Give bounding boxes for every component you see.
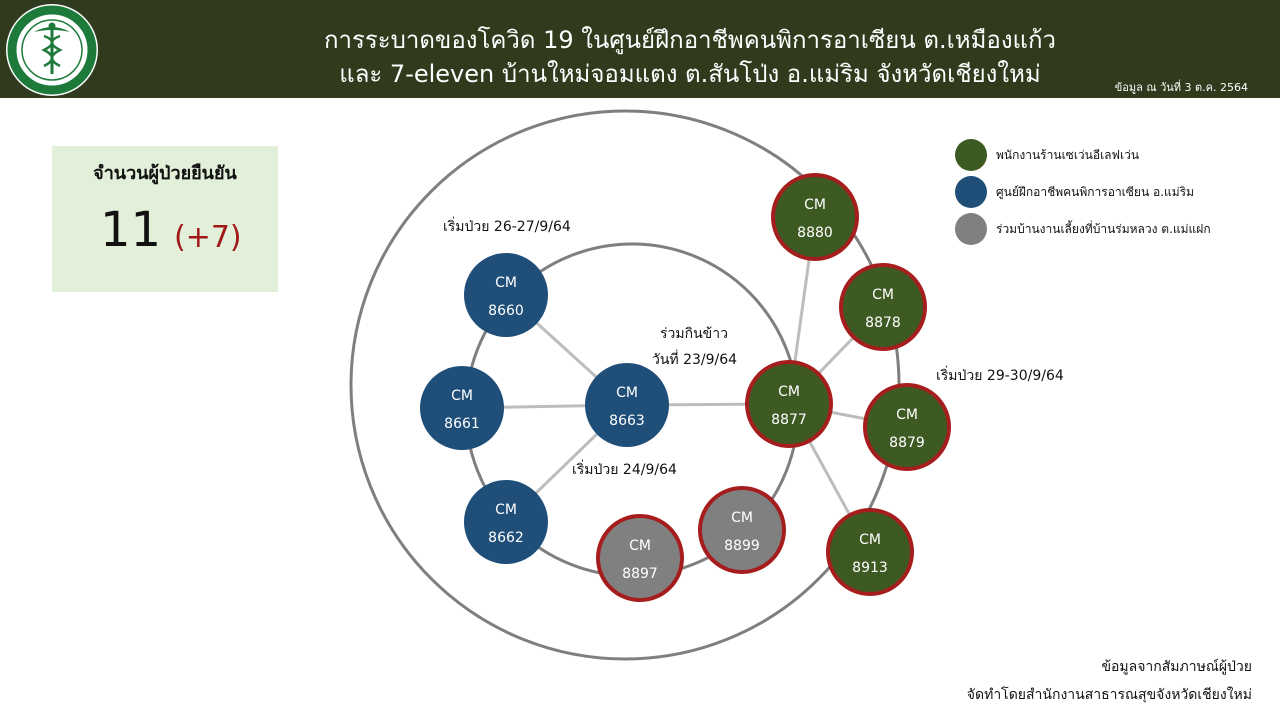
case-node-number-8661: 8661 xyxy=(444,416,480,432)
nodes-layer: CM8660CM8661CM8662CM8663CM8877CM8880CM88… xyxy=(420,173,951,602)
case-node-prefix-8879: CM xyxy=(896,407,918,423)
case-node-circle-8660 xyxy=(464,253,548,337)
case-node-prefix-8663: CM xyxy=(616,385,638,401)
header-bar: การระบาดของโควิด 19 ในศูนย์ฝึกอาชีพคนพิก… xyxy=(0,0,1280,98)
case-node-number-8878: 8878 xyxy=(865,315,901,331)
case-node-8660: CM 8660 xyxy=(464,253,548,337)
legend: พนักงานร้านเซเว่นอีเลฟเว่น ศูนย์ฝึกอาชีพ… xyxy=(955,139,1211,245)
onset-label-29-30: เริ่มป่วย 29-30/9/64 xyxy=(936,366,1064,384)
case-node-prefix-8899: CM xyxy=(731,510,753,526)
case-node-circle-8878 xyxy=(839,263,927,351)
case-node-circle-8899 xyxy=(698,486,786,574)
legend-label-party: ร่วมบ้านงานเลี้ยงที่บ้านร่มหลวง ต.แม่แฝก xyxy=(996,220,1211,236)
case-node-8897: CM 8897 xyxy=(596,514,684,602)
legend-swatch-asean-center xyxy=(955,176,987,208)
footer-prepared-by: จัดทำโดยสำนักงานสาธารณสุขจังหวัดเชียงใหม… xyxy=(966,687,1252,703)
case-node-prefix-8877: CM xyxy=(778,384,800,400)
case-node-number-8897: 8897 xyxy=(622,566,658,582)
case-node-prefix-8880: CM xyxy=(804,197,826,213)
case-node-number-8663: 8663 xyxy=(609,413,645,429)
case-node-circle-8661 xyxy=(420,366,504,450)
data-date: ข้อมูล ณ วันที่ 3 ต.ค. 2564 xyxy=(1114,81,1248,94)
case-node-circle-8913 xyxy=(826,508,914,596)
case-node-circle-8880 xyxy=(771,173,859,261)
case-node-8899: CM 8899 xyxy=(698,486,786,574)
legend-swatch-party xyxy=(955,213,987,245)
case-node-circle-8877 xyxy=(745,360,833,448)
case-node-8662: CM 8662 xyxy=(464,480,548,564)
case-node-number-8662: 8662 xyxy=(488,530,524,546)
shared-meal-label-line-1: ร่วมกินข้าว xyxy=(660,326,728,342)
case-node-prefix-8662: CM xyxy=(495,502,517,518)
confirmed-cases-total: 11 xyxy=(100,202,162,258)
confirmed-cases-box: จำนวนผู้ป่วยยืนยัน 11 (+7) xyxy=(52,146,278,292)
case-node-number-8880: 8880 xyxy=(797,225,833,241)
case-node-8878: CM 8878 xyxy=(839,263,927,351)
case-node-number-8899: 8899 xyxy=(724,538,760,554)
case-node-number-8913: 8913 xyxy=(852,560,888,576)
case-node-8877: CM 8877 xyxy=(745,360,833,448)
case-node-8880: CM 8880 xyxy=(771,173,859,261)
case-node-prefix-8660: CM xyxy=(495,275,517,291)
case-node-prefix-8878: CM xyxy=(872,287,894,303)
case-node-8661: CM 8661 xyxy=(420,366,504,450)
page-title-line-1: การระบาดของโควิด 19 ในศูนย์ฝึกอาชีพคนพิก… xyxy=(323,26,1057,54)
case-node-circle-8662 xyxy=(464,480,548,564)
confirmed-cases-label: จำนวนผู้ป่วยยืนยัน xyxy=(93,163,237,184)
case-node-8913: CM 8913 xyxy=(826,508,914,596)
case-node-prefix-8897: CM xyxy=(629,538,651,554)
case-node-prefix-8661: CM xyxy=(451,388,473,404)
footer-source: ข้อมูลจากสัมภาษณ์ผู้ป่วย xyxy=(1101,659,1252,675)
onset-label-24: เริ่มป่วย 24/9/64 xyxy=(572,460,677,478)
case-node-number-8660: 8660 xyxy=(488,303,524,319)
case-node-prefix-8913: CM xyxy=(859,532,881,548)
case-node-8879: CM 8879 xyxy=(863,383,951,471)
page-title-line-2: และ 7-eleven บ้านใหม่จอมแตง ต.สันโป่ง อ.… xyxy=(339,60,1041,88)
case-node-circle-8879 xyxy=(863,383,951,471)
onset-label-26-27: เริ่มป่วย 26-27/9/64 xyxy=(443,217,571,235)
confirmed-cases-increase: (+7) xyxy=(174,220,242,255)
shared-meal-label-line-2: วันที่ 23/9/64 xyxy=(652,350,737,368)
case-node-number-8877: 8877 xyxy=(771,412,807,428)
case-node-circle-8663 xyxy=(585,363,669,447)
legend-swatch-seven-eleven xyxy=(955,139,987,171)
case-node-number-8879: 8879 xyxy=(889,435,925,451)
legend-label-asean-center: ศูนย์ฝึกอาชีพคนพิการอาเซียน อ.แม่ริม xyxy=(996,185,1194,200)
case-node-8663: CM 8663 xyxy=(585,363,669,447)
case-node-circle-8897 xyxy=(596,514,684,602)
ministry-of-public-health-logo-icon xyxy=(6,4,98,96)
legend-label-seven-eleven: พนักงานร้านเซเว่นอีเลฟเว่น xyxy=(996,148,1139,162)
